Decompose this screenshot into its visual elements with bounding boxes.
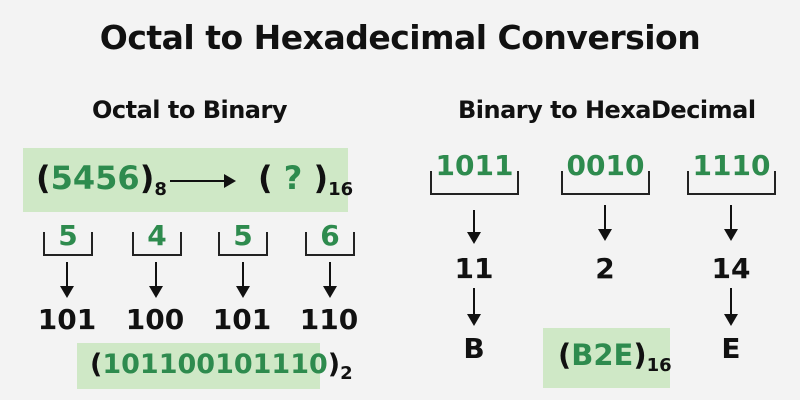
binary-base: 2 (340, 363, 353, 384)
down-arrow-icon (724, 205, 738, 241)
combined-binary-value: 101100101110 (102, 349, 328, 380)
page-title: Octal to Hexadecimal Conversion (99, 18, 701, 57)
binary-nibble-group: 1011 (430, 152, 519, 195)
binary-group: 101 (37, 303, 97, 336)
right-arrow-icon (170, 174, 236, 188)
bracket-icon (687, 171, 776, 195)
octal-digit-group: 5 (43, 222, 93, 256)
hex-result-base: 16 (646, 355, 672, 376)
down-arrow-icon (149, 262, 163, 298)
combined-binary-expression: (101100101110)2 (90, 349, 353, 384)
hex-base: 16 (328, 179, 354, 200)
bracket-icon (430, 171, 519, 195)
result-box (543, 328, 670, 388)
octal-input-value: 5456 (50, 159, 140, 197)
octal-digit: 4 (147, 219, 167, 252)
binary-nibble: 1011 (435, 149, 514, 182)
octal-digit-group: 4 (132, 222, 182, 256)
octal-digit-group: 5 (218, 222, 268, 256)
bracket-icon (132, 232, 182, 256)
hex-result-expression: (B2E)16 (558, 338, 672, 376)
decimal-value: 2 (595, 252, 615, 285)
hex-digit: B (463, 332, 485, 365)
down-arrow-icon (598, 205, 612, 241)
binary-group: 100 (125, 303, 185, 336)
down-arrow-icon (323, 262, 337, 298)
octal-digit: 5 (233, 219, 253, 252)
octal-digit-group: 6 (305, 222, 355, 256)
binary-nibble-group: 1110 (687, 152, 776, 195)
down-arrow-icon (467, 210, 481, 244)
unknown-value: ? (283, 159, 303, 197)
octal-base: 8 (154, 179, 167, 200)
bracket-icon (43, 232, 93, 256)
down-arrow-icon (467, 288, 481, 326)
octal-to-binary-heading: Octal to Binary (92, 96, 287, 124)
combined-binary-box (77, 343, 320, 389)
octal-digit: 6 (320, 219, 340, 252)
decimal-value: 14 (711, 252, 751, 285)
bracket-icon (305, 232, 355, 256)
hex-target-expression: ( ? )16 (258, 159, 354, 200)
decimal-value: 11 (454, 252, 494, 285)
binary-nibble: 0010 (566, 149, 645, 182)
hex-result-value: B2E (571, 338, 634, 372)
octal-input-expression: (5456)8 (36, 159, 167, 200)
hex-digit: E (721, 332, 741, 365)
binary-to-hex-heading: Binary to HexaDecimal (458, 96, 756, 124)
binary-group: 101 (212, 303, 272, 336)
binary-group: 110 (299, 303, 359, 336)
bracket-icon (218, 232, 268, 256)
down-arrow-icon (724, 288, 738, 326)
down-arrow-icon (60, 262, 74, 298)
binary-nibble-group: 0010 (561, 152, 650, 195)
bracket-icon (561, 171, 650, 195)
octal-digit: 5 (58, 219, 78, 252)
down-arrow-icon (236, 262, 250, 298)
binary-nibble: 1110 (692, 149, 771, 182)
